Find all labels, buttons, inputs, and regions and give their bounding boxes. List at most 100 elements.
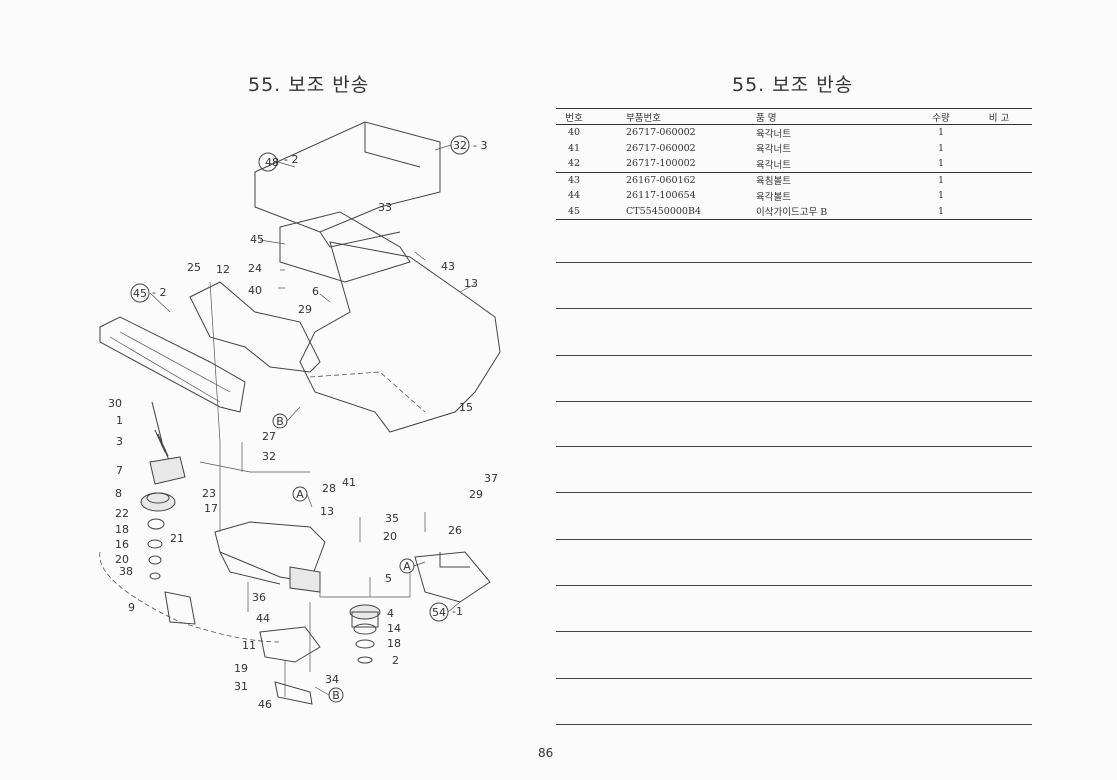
table-row: 43 26167-060162 육침볼트 1 [556, 171, 1032, 188]
label-45: 45 [250, 233, 264, 246]
callout-54: 54 [432, 606, 446, 619]
label-15: 15 [459, 401, 473, 414]
cell-name: 육각볼트 [756, 191, 791, 203]
callout-45-qty: - 2 [152, 286, 166, 299]
label-32: 32 [262, 450, 276, 463]
cell-no: 43 [556, 171, 592, 188]
cell-qty: 1 [916, 171, 966, 188]
label-31: 31 [234, 680, 248, 693]
label-13b: 13 [320, 505, 334, 518]
label-37: 37 [484, 472, 498, 485]
label-35: 35 [385, 512, 399, 525]
callout-b2: B [332, 689, 340, 702]
label-30: 30 [108, 397, 122, 410]
label-38: 38 [119, 565, 133, 578]
label-24: 24 [248, 262, 262, 275]
blank-row-line [556, 355, 1032, 356]
label-8: 8 [115, 487, 122, 500]
label-16: 16 [115, 538, 129, 551]
header-no: 번호 [556, 108, 592, 125]
table-row: 40 26717-060002 육각너트 1 [556, 125, 1032, 141]
label-9: 9 [128, 601, 135, 614]
cell-no: 42 [567, 158, 581, 170]
label-41: 41 [342, 476, 356, 489]
label-14: 14 [387, 622, 401, 635]
label-33: 33 [378, 201, 392, 214]
label-20b: 20 [383, 530, 397, 543]
cell-remark [966, 203, 1032, 220]
cell-no: 44 [567, 190, 581, 202]
cell-part-no: CT55450000B4 [592, 203, 756, 220]
label-19: 19 [234, 662, 248, 675]
label-6: 6 [312, 285, 319, 298]
cell-qty: 1 [916, 203, 966, 220]
label-1: 1 [116, 414, 123, 427]
blank-row-line [556, 308, 1032, 309]
callout-a: A [296, 488, 304, 501]
callout-54-qty: -1 [452, 605, 463, 618]
cell-part-no: 26717-060002 [626, 142, 696, 154]
label-22: 22 [115, 507, 129, 520]
label-21: 21 [170, 532, 184, 545]
blank-row-line [556, 585, 1032, 586]
label-13: 13 [464, 277, 478, 290]
cell-qty: 1 [937, 142, 945, 154]
cell-remark [966, 156, 1032, 172]
label-40: 40 [248, 284, 262, 297]
blank-row-line [556, 678, 1032, 679]
label-20: 20 [115, 553, 129, 566]
cell-no: 40 [567, 127, 581, 139]
diagram-title: 55. 보조 반송 [248, 74, 370, 96]
blank-row-line [556, 446, 1032, 447]
header-part-no: 부품번호 [592, 108, 756, 125]
cell-part-no: 26117-100654 [626, 190, 696, 202]
label-17: 17 [204, 502, 218, 515]
label-28: 28 [322, 482, 336, 495]
cell-qty: 1 [937, 158, 945, 170]
label-11: 11 [242, 639, 256, 652]
table-row: 41 26717-060002 육각너트 1 [556, 141, 1032, 157]
label-36: 36 [252, 591, 266, 604]
label-7: 7 [116, 464, 123, 477]
cell-no: 41 [567, 142, 581, 154]
table-row: 42 26717-100002 육각너트 1 [556, 156, 1032, 172]
label-12: 12 [216, 263, 230, 276]
parts-list-title: 55. 보조 반송 [732, 74, 854, 96]
cell-remark [966, 141, 1032, 157]
table-row: 44 26117-100654 육각볼트 1 [556, 188, 1032, 204]
cell-remark [966, 171, 1032, 188]
cell-name: 육각너트 [756, 144, 791, 156]
header-qty: 수량 [916, 108, 966, 125]
header-remark: 비 고 [966, 108, 1032, 125]
cell-no: 45 [556, 203, 592, 220]
cell-remark [966, 188, 1032, 204]
label-43: 43 [441, 260, 455, 273]
cell-qty: 1 [937, 127, 945, 139]
label-3: 3 [116, 435, 123, 448]
callout-b: B [276, 415, 284, 428]
label-5: 5 [385, 572, 392, 585]
cell-name: 육각너트 [756, 159, 791, 171]
label-2: 2 [392, 654, 399, 667]
blank-row-line [556, 724, 1032, 725]
label-34: 34 [325, 673, 339, 686]
label-44: 44 [256, 612, 270, 625]
label-25: 25 [187, 261, 201, 274]
callout-45: 45 [133, 287, 147, 300]
cell-qty: 1 [937, 190, 945, 202]
table-header: 번호 부품번호 품 명 수량 비 고 [556, 108, 1032, 125]
cell-part-no: 26717-100002 [626, 158, 696, 170]
blank-row-line [556, 262, 1032, 263]
cell-name: 육침볼트 [756, 171, 916, 188]
label-27: 27 [262, 430, 276, 443]
blank-row-line [556, 539, 1032, 540]
page-number: 86 [538, 746, 554, 760]
cell-name: 육각너트 [756, 128, 791, 140]
label-29: 29 [298, 303, 312, 316]
blank-row-line [556, 492, 1032, 493]
label-18b: 18 [387, 637, 401, 650]
cell-part-no: 26167-060162 [592, 171, 756, 188]
exploded-parts-diagram: 48 - 2 32 - 3 33 45 43 13 25 12 24 40 45… [99, 121, 501, 711]
blank-row-line [556, 631, 1032, 632]
callout-32-qty: - 3 [473, 139, 487, 152]
